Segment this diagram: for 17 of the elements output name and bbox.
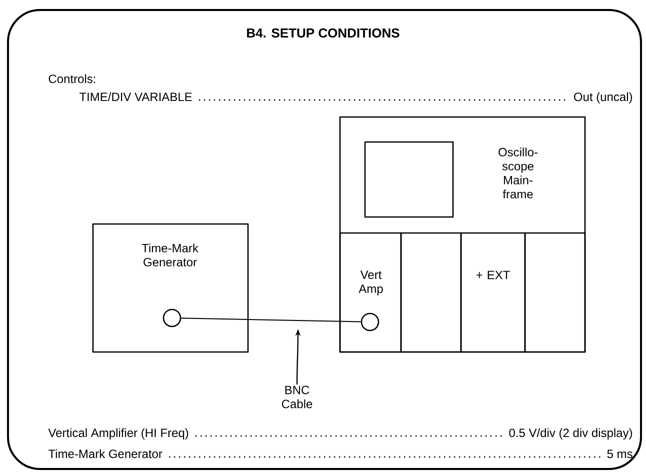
generator-box: Time-Mark Generator (92, 223, 249, 353)
setting-name: Time-Mark Generator (48, 449, 162, 458)
plug-in-compartment (524, 232, 586, 353)
setting-value: 0.5 V/div (2 div display) (509, 428, 632, 440)
setting-value: 5 ms (607, 450, 632, 458)
plug-in-compartment (400, 232, 462, 353)
setting-value: Out (uncal) (574, 92, 632, 104)
title: B4. SETUP CONDITIONS (247, 28, 400, 38)
connector-jack (360, 312, 380, 332)
plug-in-compartment: Vert Amp (339, 232, 402, 353)
cable-label: BNC Cable (282, 386, 312, 408)
heading-label: Controls: (48, 74, 96, 84)
setting-name: TIME/DIV VARIABLE (79, 92, 192, 102)
plug-in-compartment: + EXT (460, 232, 526, 353)
cable (180, 318, 362, 322)
setting-name: Vertical Amplifier (HI Freq) (48, 428, 188, 440)
connector-jack (162, 308, 182, 328)
